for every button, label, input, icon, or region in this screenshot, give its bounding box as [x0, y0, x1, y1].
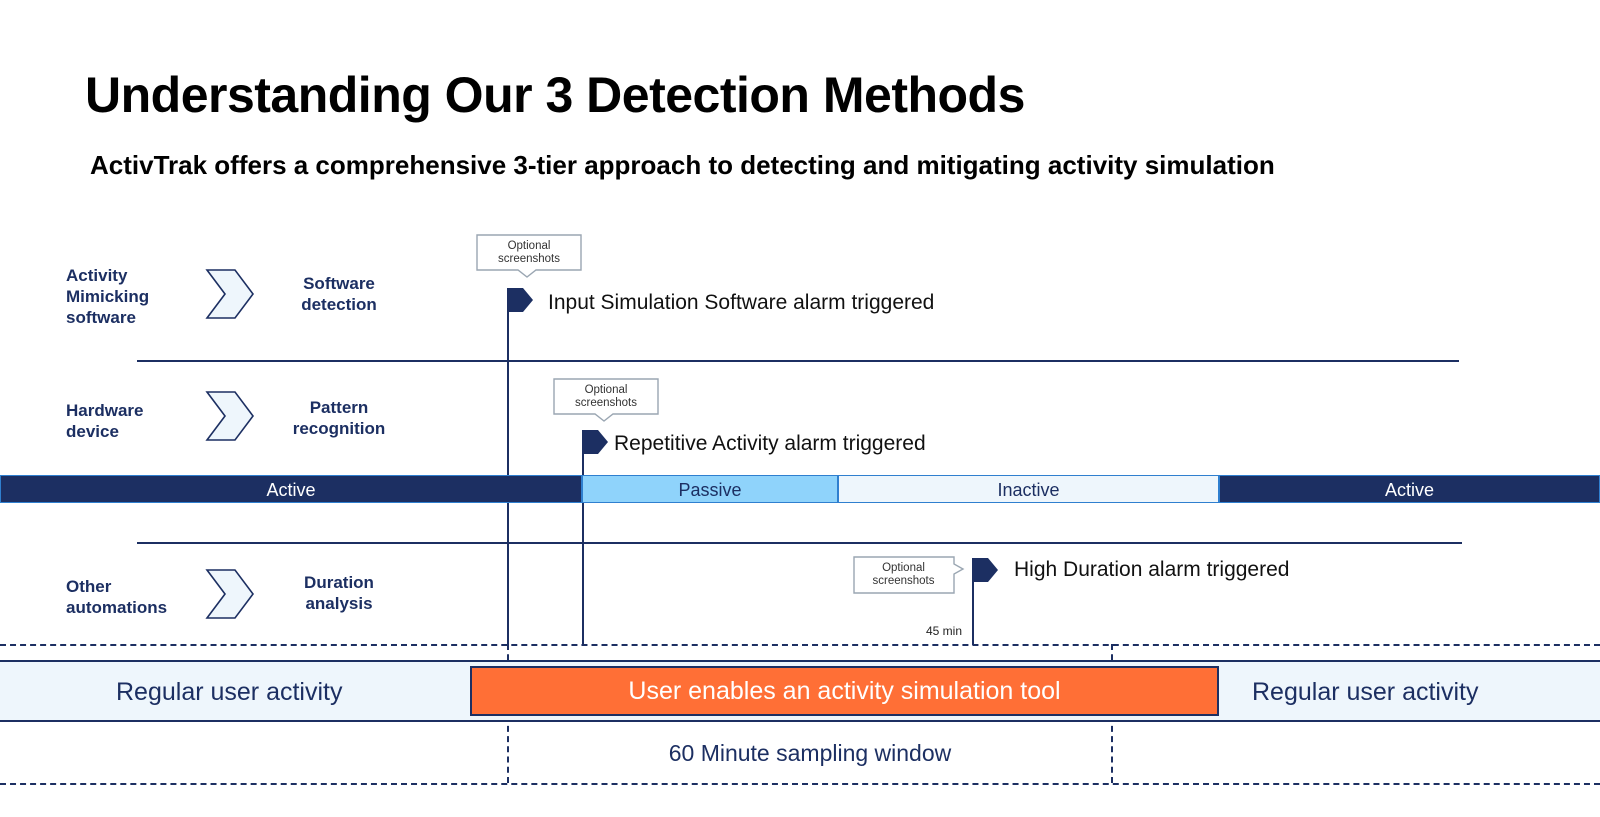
- status-segment-inactive: Inactive: [838, 475, 1219, 503]
- status-segment-active: Active: [1219, 475, 1600, 503]
- duration-marker-label: 45 min: [926, 624, 963, 638]
- regular-activity-label: Regular user activity: [116, 678, 343, 706]
- status-segment-active: Active: [0, 475, 582, 503]
- callout-text: Optional screenshots: [497, 240, 560, 265]
- regular-activity-label: Regular user activity: [1252, 678, 1479, 706]
- row-source-label: Hardware device: [66, 401, 144, 441]
- row-source-label: Other automations: [66, 577, 168, 617]
- flag-icon: [582, 430, 608, 454]
- alarm-marker-line: [582, 442, 584, 645]
- sampling-window-label: 60 Minute sampling window: [668, 740, 952, 766]
- alarm-marker-line: [972, 570, 974, 645]
- callout-text: Optional screenshots: [574, 384, 637, 409]
- speech-callout-icon: [476, 234, 582, 278]
- page-title: Understanding Our 3 Detection Methods: [85, 67, 1025, 123]
- alarm-text: Repetitive Activity alarm triggered: [614, 432, 926, 455]
- row-divider: [137, 360, 1459, 362]
- page-subtitle: ActivTrak offers a comprehensive 3-tier …: [90, 150, 1275, 180]
- row-method-label: Software detection: [301, 274, 377, 314]
- alarm-marker-line: [507, 302, 509, 645]
- row-method-label: Pattern recognition: [292, 398, 386, 438]
- row-divider: [137, 542, 1462, 544]
- timeline-dashed-border: [0, 644, 1600, 646]
- alarm-text: High Duration alarm triggered: [1014, 558, 1290, 581]
- flag-icon: [507, 288, 533, 312]
- speech-callout-icon: [853, 556, 965, 594]
- row-source-label: Activity Mimicking software: [66, 266, 150, 327]
- callout-text: Optional screenshots: [872, 562, 935, 587]
- simulation-tool-bar: User enables an activity simulation tool: [470, 666, 1219, 716]
- row-method-label: Duration analysis: [304, 573, 374, 613]
- chevron-right-icon: [205, 391, 254, 441]
- status-segment-passive: Passive: [582, 475, 838, 503]
- timeline-dashed-border: [0, 783, 1600, 785]
- speech-callout-icon: [553, 378, 659, 422]
- chevron-right-icon: [205, 269, 254, 319]
- alarm-text: Input Simulation Software alarm triggere…: [548, 291, 935, 314]
- flag-icon: [972, 558, 998, 582]
- chevron-right-icon: [205, 569, 254, 619]
